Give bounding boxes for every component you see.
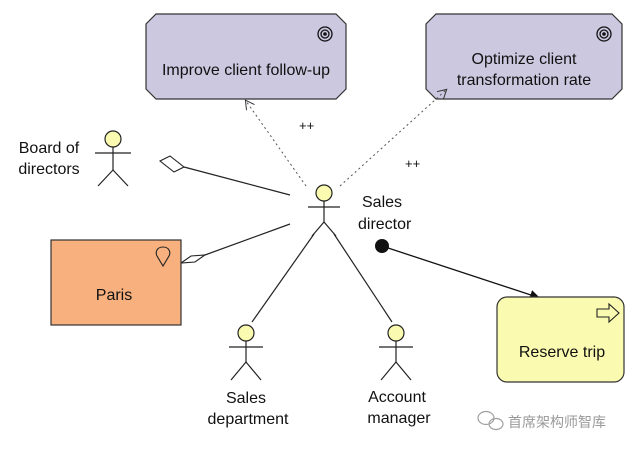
actor-label-line2: directors — [18, 161, 79, 178]
association-director-account — [333, 233, 393, 323]
actor-label-line1: Sales — [362, 194, 402, 211]
actor-label-line2: manager — [367, 410, 431, 427]
actor-label-line2: department — [208, 411, 289, 428]
influence-label: ++ — [405, 156, 420, 171]
influence-arrow-goal-2 — [339, 90, 446, 187]
aggregation-diamond — [179, 254, 207, 264]
process-arrow-icon — [596, 302, 620, 324]
goal-icon — [317, 26, 333, 42]
association-director-department — [251, 233, 315, 323]
actor-board: Board of directors — [18, 130, 131, 187]
actor-sales-director: Sales director — [308, 184, 412, 237]
actor-sales-department: Sales department — [208, 324, 289, 428]
goal-optimize-transformation: Optimize client transformation rate — [425, 13, 623, 100]
actor-icon — [308, 184, 340, 237]
actor-icon — [379, 324, 413, 381]
influence-label: ++ — [299, 118, 314, 133]
goal-label: Improve client follow-up — [162, 62, 330, 79]
actor-account-manager: Account manager — [367, 324, 431, 427]
influence-arrow-goal-1 — [246, 101, 307, 187]
event-reserve-trip: Reserve trip — [496, 296, 625, 383]
actor-label-line1: Account — [368, 389, 426, 406]
actor-icon — [229, 324, 263, 381]
association-paris-director — [204, 223, 291, 256]
actor-label-line2: director — [358, 216, 412, 233]
goal-icon — [596, 26, 612, 42]
event-label: Reserve trip — [519, 344, 605, 361]
triggering-dot — [375, 239, 389, 253]
actor-icon — [95, 130, 131, 187]
triggering-arrow — [381, 245, 541, 300]
location-label: Paris — [96, 287, 132, 304]
goal-label-line1: Optimize client — [472, 51, 577, 68]
location-paris: Paris — [50, 239, 182, 326]
aggregation-diamond — [158, 155, 186, 173]
association-board-director — [183, 166, 291, 196]
watermark: 首席架构师智库 — [477, 410, 606, 431]
wechat-icon — [477, 410, 504, 431]
actor-label-line1: Board of — [19, 140, 80, 157]
goal-improve-follow-up: Improve client follow-up — [145, 13, 347, 100]
location-pin-icon — [155, 246, 171, 268]
goal-label-line2: transformation rate — [457, 72, 591, 89]
actor-label-line1: Sales — [226, 390, 266, 407]
watermark-text: 首席架构师智库 — [508, 415, 606, 431]
